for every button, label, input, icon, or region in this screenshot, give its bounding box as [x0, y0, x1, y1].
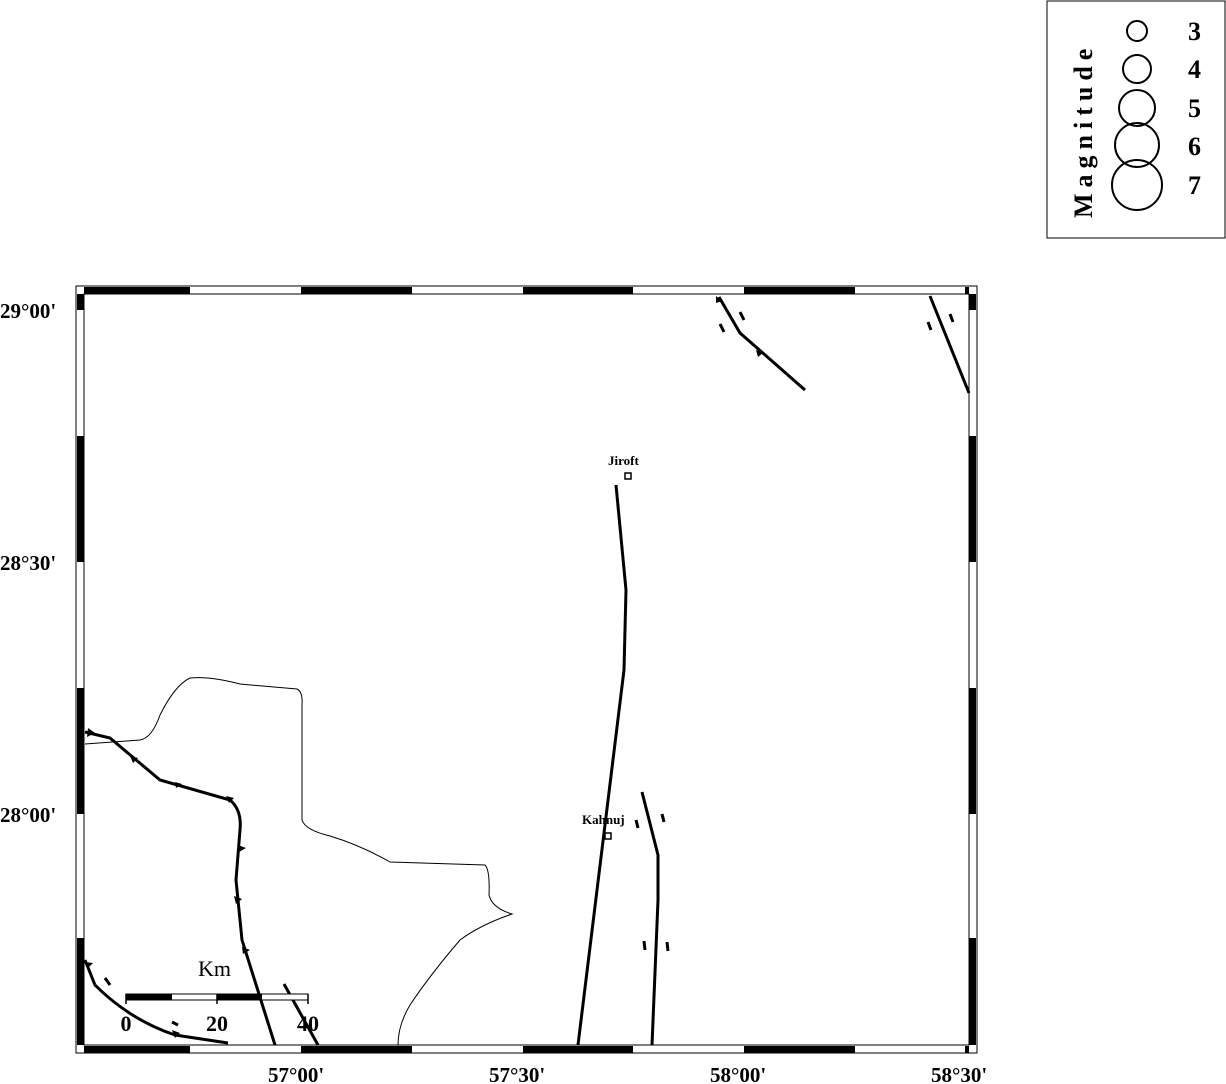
legend-label-4: 4 — [1188, 55, 1201, 84]
lat-label-28-30: 28°30' — [0, 551, 56, 575]
lon-label-58-00: 58°00' — [710, 1063, 766, 1084]
legend-circle-4 — [1122, 54, 1152, 84]
legend-label-3: 3 — [1188, 17, 1201, 46]
lon-label-58-30: 58°30' — [931, 1063, 987, 1084]
city-jiroft: Jiroft — [608, 453, 639, 480]
lon-label-57-30: 57°30' — [489, 1063, 545, 1084]
fault-ne-2 — [928, 295, 971, 394]
legend-label-6: 6 — [1188, 132, 1201, 161]
legend-circle-7 — [1111, 159, 1163, 211]
fault-thrust-sw — [83, 959, 229, 1045]
scale-tick-40: 40 — [297, 1011, 319, 1036]
fault-kahnuj-east — [640, 791, 660, 1046]
city-marker-icon — [604, 832, 612, 840]
legend-circle-3 — [1126, 20, 1148, 42]
faults — [83, 295, 971, 1046]
map-frame — [75, 285, 978, 1054]
lon-label-57-00: 57°00' — [268, 1063, 324, 1084]
legend-label-7: 7 — [1188, 171, 1201, 200]
legend-circle-6 — [1114, 122, 1160, 168]
legend-title: Magnitude — [1069, 43, 1098, 218]
boundary-line — [84, 677, 514, 1046]
scale-bar: Km 0 20 40 — [121, 956, 320, 1036]
scale-tick-0: 0 — [121, 1011, 132, 1036]
legend-circle-5 — [1118, 89, 1156, 127]
frame-ticks — [77, 287, 976, 1053]
city-marker-icon — [624, 472, 632, 480]
lat-label-29-00: 29°00' — [0, 299, 56, 323]
city-kahnuj: Kahnuj — [582, 812, 625, 840]
lat-label-28-00: 28°00' — [0, 803, 56, 827]
city-label-jiroft: Jiroft — [608, 453, 639, 468]
city-label-kahnuj: Kahnuj — [582, 812, 625, 827]
fault-ne-1 — [717, 296, 806, 392]
fault-jiroft — [576, 484, 628, 1046]
magnitude-legend: Magnitude 3 4 5 6 7 — [1046, 0, 1226, 239]
scale-unit: Km — [198, 956, 231, 981]
scale-tick-20: 20 — [206, 1011, 228, 1036]
legend-label-5: 5 — [1188, 94, 1201, 123]
